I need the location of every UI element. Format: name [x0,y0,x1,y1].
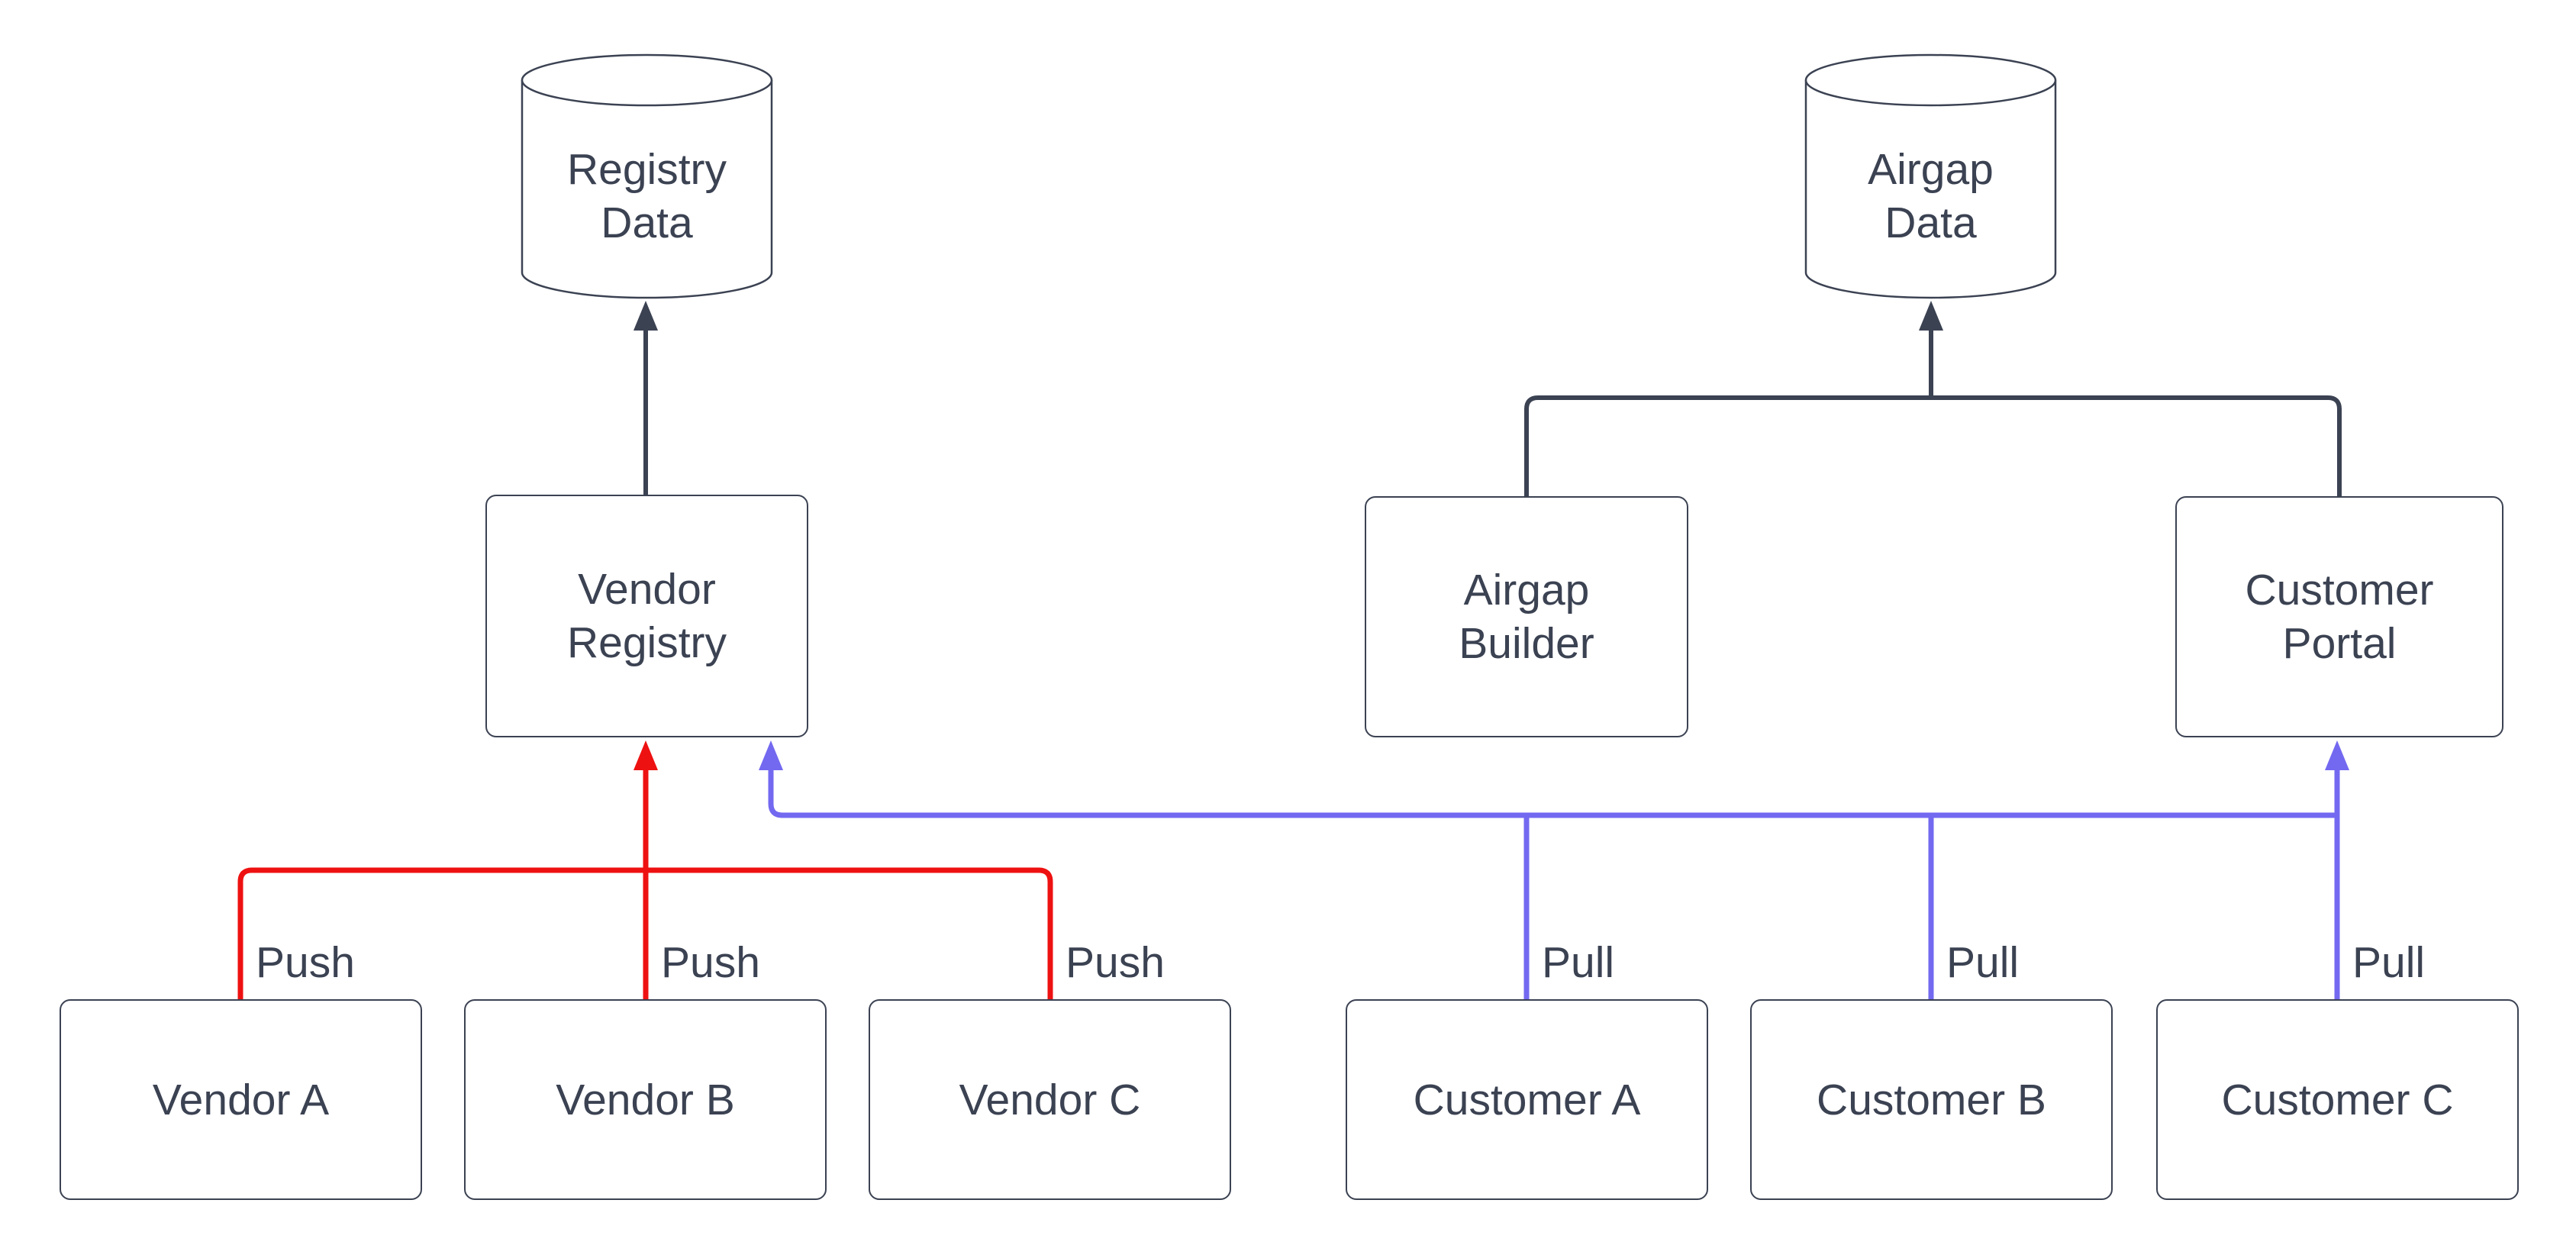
customer-portal-line2: Portal [2282,619,2397,668]
edge-pull-bus-to-vendor-registry [759,740,2337,818]
edge-vendor-c-push [646,867,1053,999]
edge-airgap-builder-customer-portal-to-airgap-data [1524,301,2342,496]
registry-data-line1: Registry [566,145,727,194]
edge-label-push-vendor-a: Push [256,938,355,987]
node-customer-b: Customer B [1750,999,2113,1200]
node-vendor-registry: Vendor Registry [485,495,808,737]
node-registry-data-label: Registry Data [522,135,772,257]
node-customer-portal: Customer Portal [2175,496,2503,737]
edge-vendor-b-push-to-vendor-registry [634,740,658,999]
airgap-data-line1: Airgap [1868,145,1994,194]
node-vendor-c: Vendor C [869,999,1231,1200]
edge-label-pull-customer-b: Pull [1946,938,2020,987]
node-airgap-builder: Airgap Builder [1365,496,1688,737]
customer-b-label: Customer B [1817,1075,2046,1124]
customer-a-label: Customer A [1413,1075,1641,1124]
airgap-builder-line2: Builder [1459,619,1594,668]
registry-data-cylinder [521,53,773,299]
edge-label-pull-customer-a: Pull [1542,938,1615,987]
airgap-data-line2: Data [1884,198,1977,247]
node-vendor-a: Vendor A [60,999,422,1200]
vendor-b-label: Vendor B [556,1075,735,1124]
vendor-registry-line1: Vendor [578,565,716,614]
vendor-a-label: Vendor A [152,1075,330,1124]
node-customer-c: Customer C [2156,999,2519,1200]
vendor-c-label: Vendor C [959,1075,1141,1124]
edge-vendor-a-push [237,867,646,999]
node-airgap-data-label: Airgap Data [1806,135,2055,257]
edge-vendor-registry-to-registry-data [634,301,658,495]
registry-data-line2: Data [601,198,693,247]
node-vendor-b: Vendor B [464,999,827,1200]
airgap-builder-line1: Airgap [1463,566,1590,614]
customer-c-label: Customer C [2221,1075,2454,1124]
customer-portal-line1: Customer [2245,566,2434,614]
vendor-registry-line2: Registry [566,618,727,667]
edge-label-push-vendor-c: Push [1066,938,1165,987]
edge-label-pull-customer-c: Pull [2352,938,2426,987]
airgap-data-cylinder [1804,53,2057,299]
edge-label-push-vendor-b: Push [661,938,760,987]
edge-customer-c-pull-to-customer-portal [2325,740,2349,999]
node-customer-a: Customer A [1346,999,1708,1200]
